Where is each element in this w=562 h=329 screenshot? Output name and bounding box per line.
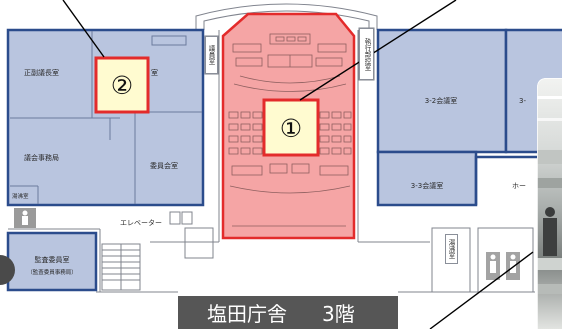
- executive-waiting-room-label: 執行部控室: [359, 28, 374, 80]
- office-photo: [537, 78, 562, 329]
- vice-chair-room-label: 正副議長室: [24, 68, 59, 77]
- building-outline: [8, 3, 535, 293]
- west-room-partitions: [10, 31, 202, 204]
- marker-2: ②: [94, 56, 150, 114]
- marker-1: ①: [262, 98, 320, 157]
- audit-committee-room-label: 監査委員室: [35, 255, 70, 264]
- restroom-icon-west: [14, 208, 36, 228]
- elevator-label: エレベーター: [120, 218, 162, 227]
- building-name: 塩田庁舎: [207, 302, 287, 326]
- stairs-icon: [101, 243, 141, 291]
- chair-room-label: 室: [151, 68, 158, 77]
- meeting-room-3-2: [376, 28, 508, 154]
- elevator-icon: [169, 211, 193, 225]
- committee-room-label: 委員会室: [150, 161, 178, 170]
- floor-number: 3階: [322, 302, 355, 326]
- floor-title-banner: [178, 296, 398, 329]
- meeting-room-3-2-label: 3-2会議室: [425, 96, 457, 105]
- audit-committee-room: [6, 231, 98, 292]
- edge-circle-icon: [0, 255, 15, 285]
- callout-line-marker-1: [299, 0, 457, 101]
- hall: [474, 155, 537, 205]
- callout-line-photo: [429, 251, 534, 329]
- members-room-label: 議員室: [205, 36, 218, 74]
- kitchenette-west-label: 湯沸室: [12, 192, 29, 200]
- marker-2-label: ②: [111, 71, 133, 100]
- kitchenette-east-label: 湯沸室: [445, 234, 458, 264]
- meeting-room-3-3-label: 3-3会議室: [411, 181, 443, 190]
- meeting-room-3-3: [376, 150, 478, 207]
- assembly-seats: [228, 33, 352, 227]
- meeting-room-3-1-label: 3-: [519, 97, 526, 105]
- marker-1-label: ①: [280, 114, 302, 143]
- callout-line-marker-2: [62, 0, 105, 58]
- hall-label: ホー: [512, 182, 526, 190]
- audit-committee-office-label: （監査委員事務局）: [27, 268, 77, 276]
- secretariat-label: 議会事務局: [24, 153, 59, 162]
